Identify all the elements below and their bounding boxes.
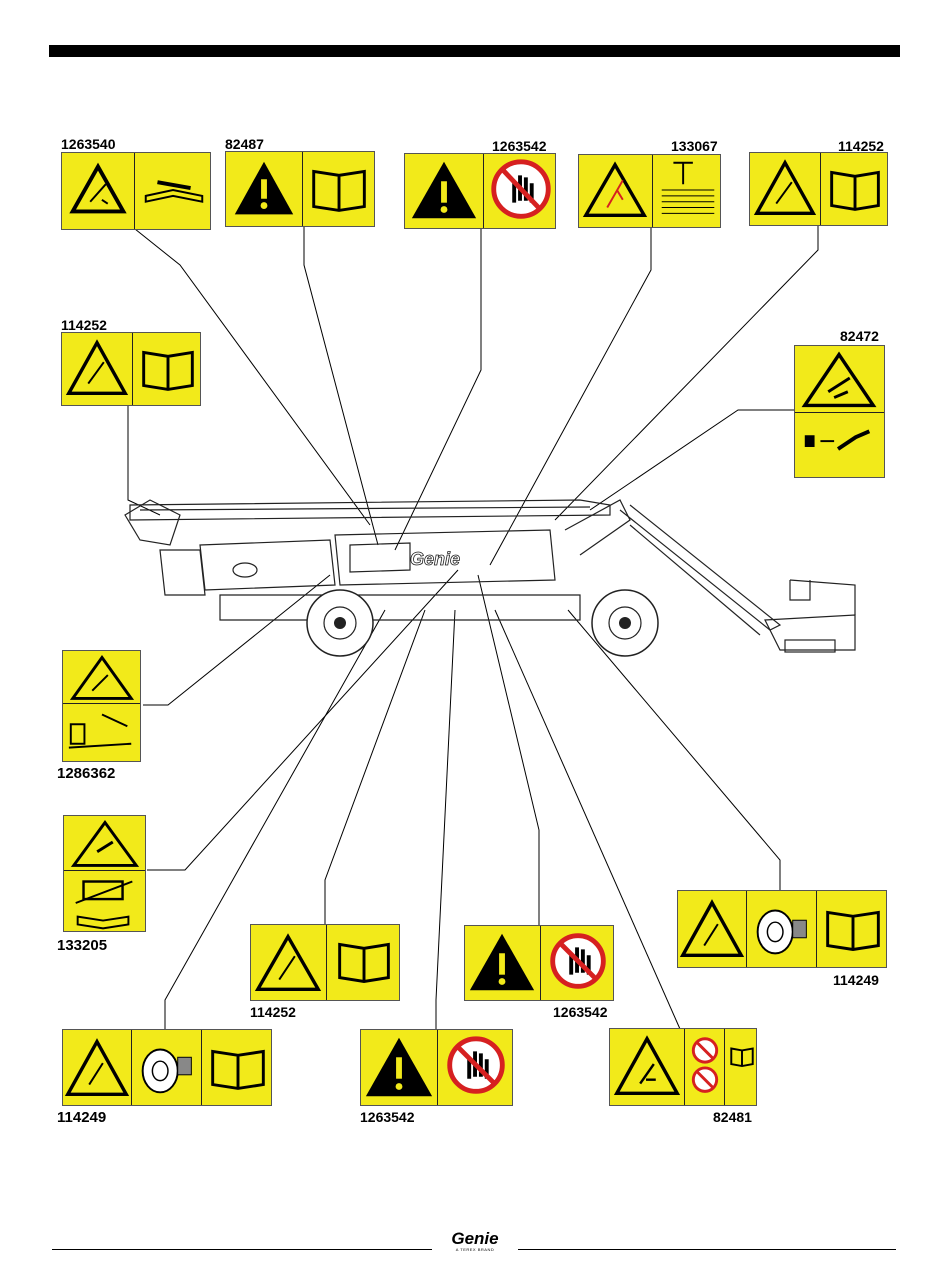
decal-114249-bottom xyxy=(62,1029,272,1106)
decal-82472 xyxy=(794,345,885,478)
decal-1263540 xyxy=(61,152,211,230)
outrigger-ground-icon xyxy=(63,704,140,762)
explosion-hazard-icon xyxy=(610,1029,684,1105)
machine-brand: Genie xyxy=(410,549,460,569)
footer-rule-right xyxy=(518,1249,896,1250)
manual-book-icon xyxy=(133,333,201,405)
footer-logo: Genie A TEREX BRAND xyxy=(440,1230,510,1254)
decal-number: 82481 xyxy=(713,1109,752,1125)
tip-over-hazard-icon xyxy=(750,153,820,225)
wheel-left xyxy=(307,590,373,656)
stop-hand-prohibition-icon xyxy=(541,926,614,1000)
decal-114252-left xyxy=(61,332,201,406)
decal-1263542-bottom xyxy=(360,1029,513,1106)
leader-line xyxy=(436,610,455,1029)
decal-number: 82472 xyxy=(840,328,879,344)
decal-number: 133067 xyxy=(671,138,718,154)
decal-133067 xyxy=(578,154,721,228)
warning-triangle-icon xyxy=(226,152,302,226)
decal-number: 114249 xyxy=(833,972,879,988)
manual-book-icon xyxy=(821,153,888,225)
stop-hand-prohibition-icon xyxy=(438,1030,513,1105)
manual-book-icon xyxy=(817,891,887,967)
tip-over-hazard-icon xyxy=(678,891,746,967)
decal-number: 1263540 xyxy=(61,136,116,152)
decal-1286362 xyxy=(62,650,141,762)
decal-number: 1263542 xyxy=(553,1004,608,1020)
decal-114249-right xyxy=(677,890,887,968)
crush-hazard-icon xyxy=(795,346,884,412)
stop-hand-prohibition-icon xyxy=(484,154,556,228)
tire-wheel-icon xyxy=(132,1030,202,1105)
decal-number: 133205 xyxy=(57,937,107,954)
warning-triangle-icon xyxy=(465,926,540,1000)
warning-triangle-icon xyxy=(405,154,483,228)
decal-number: 114252 xyxy=(250,1004,296,1020)
tip-over-hazard-icon xyxy=(63,1030,131,1105)
decal-number: 82487 xyxy=(225,136,264,152)
decal-114252-top xyxy=(749,152,888,226)
decal-number: 114252 xyxy=(61,317,107,333)
boom-lift-illustration: Genie xyxy=(110,485,870,660)
voltage-table-icon xyxy=(653,155,721,227)
decal-82487 xyxy=(225,151,375,227)
tip-over-hazard-icon xyxy=(62,153,134,229)
decal-133205 xyxy=(63,815,146,932)
manual-book-icon xyxy=(725,1029,757,1105)
electrocution-hazard-icon xyxy=(579,155,652,227)
no-flame-icon xyxy=(685,1029,725,1105)
keep-clear-icon xyxy=(795,413,884,478)
footer-rule-left xyxy=(52,1249,432,1250)
decal-number: 1286362 xyxy=(57,765,115,782)
tip-over-hazard-icon xyxy=(251,925,326,1000)
manual-book-icon xyxy=(202,1030,272,1105)
tip-over-hazard-icon xyxy=(62,333,132,405)
decal-number: 1263542 xyxy=(360,1109,415,1125)
decal-1263542-mid xyxy=(464,925,614,1001)
battery-icon xyxy=(64,871,145,932)
tire-wheel-icon xyxy=(747,891,817,967)
decal-82481 xyxy=(609,1028,757,1106)
manual-book-icon xyxy=(303,152,375,226)
decal-114252-bottom xyxy=(250,924,400,1001)
footer-brand: Genie xyxy=(440,1230,510,1247)
decal-1263542-top xyxy=(404,153,556,229)
decal-number: 1263542 xyxy=(492,138,547,154)
warning-triangle-icon xyxy=(361,1030,437,1105)
manual-book-icon xyxy=(327,925,400,1000)
decal-number: 114249 xyxy=(57,1109,106,1126)
wrench-manual-icon xyxy=(135,153,211,229)
battery-hazard-icon xyxy=(64,816,145,870)
tip-over-hazard-icon xyxy=(63,651,140,703)
wheel-right xyxy=(592,590,658,656)
